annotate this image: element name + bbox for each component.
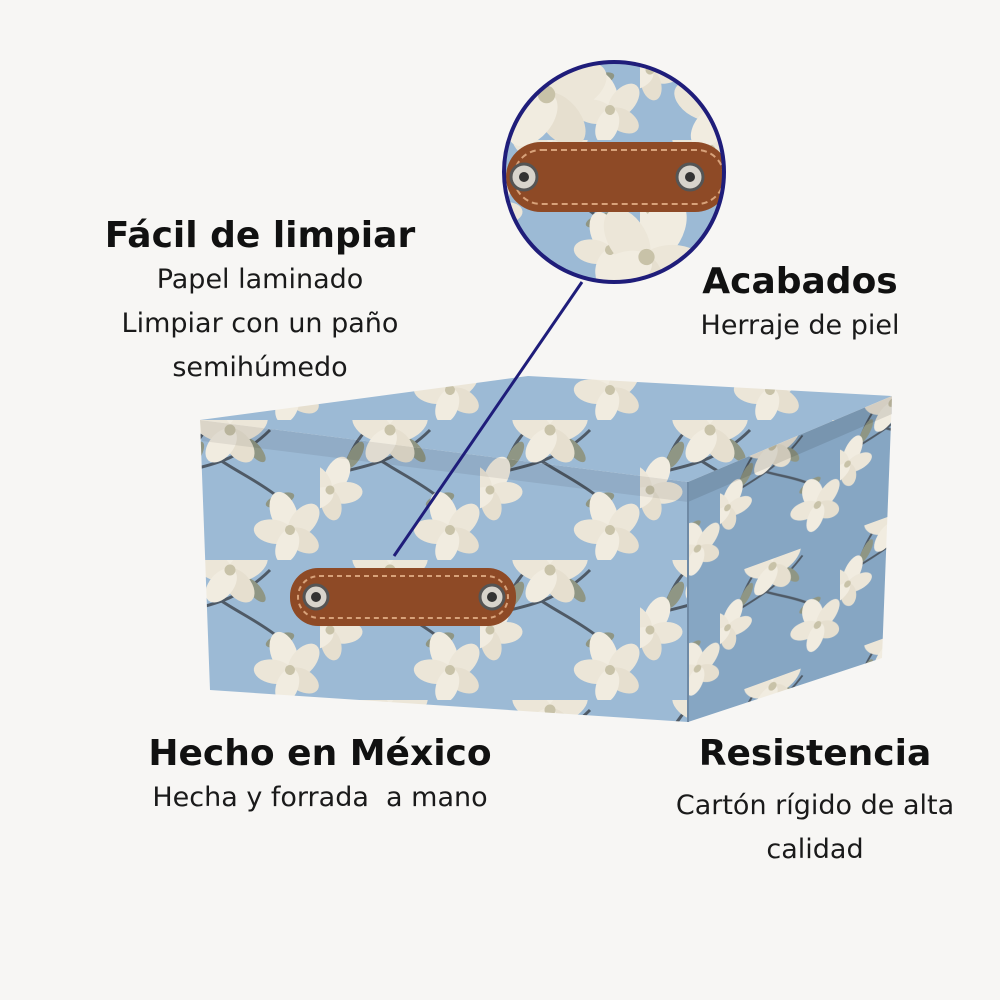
feature-finish-line-1: Herraje de piel — [700, 310, 900, 341]
feature-origin-title: Hecho en México — [148, 733, 492, 774]
feature-origin: Hecho en México Hecha y forrada a mano — [100, 732, 540, 820]
feature-finish-title: Acabados — [702, 261, 898, 302]
callout-line — [392, 281, 584, 557]
zoom-leather-handle — [506, 142, 724, 212]
feature-cleaning-line-1: Papel laminado — [156, 264, 364, 295]
box-side-face — [688, 396, 892, 722]
feature-resistance-line-1: Cartón rígido de alta — [675, 790, 955, 821]
feature-resistance-line-2: calidad — [766, 834, 864, 865]
feature-cleaning: Fácil de limpiar Papel laminado Limpiar … — [40, 214, 480, 390]
feature-resistance: Resistencia Cartón rígido de alta calida… — [600, 732, 1000, 872]
box-lid-top — [200, 376, 892, 482]
feature-finish: Acabados Herraje de piel — [600, 260, 1000, 348]
leather-handle — [290, 568, 516, 626]
zoom-detail-circle — [504, 62, 724, 282]
feature-cleaning-title: Fácil de limpiar — [104, 215, 416, 256]
feature-origin-line-1: Hecha y forrada a mano — [152, 782, 488, 813]
feature-cleaning-line-3: semihúmedo — [172, 352, 348, 383]
feature-cleaning-line-2: Limpiar con un paño — [121, 308, 399, 339]
feature-resistance-title: Resistencia — [698, 733, 932, 774]
